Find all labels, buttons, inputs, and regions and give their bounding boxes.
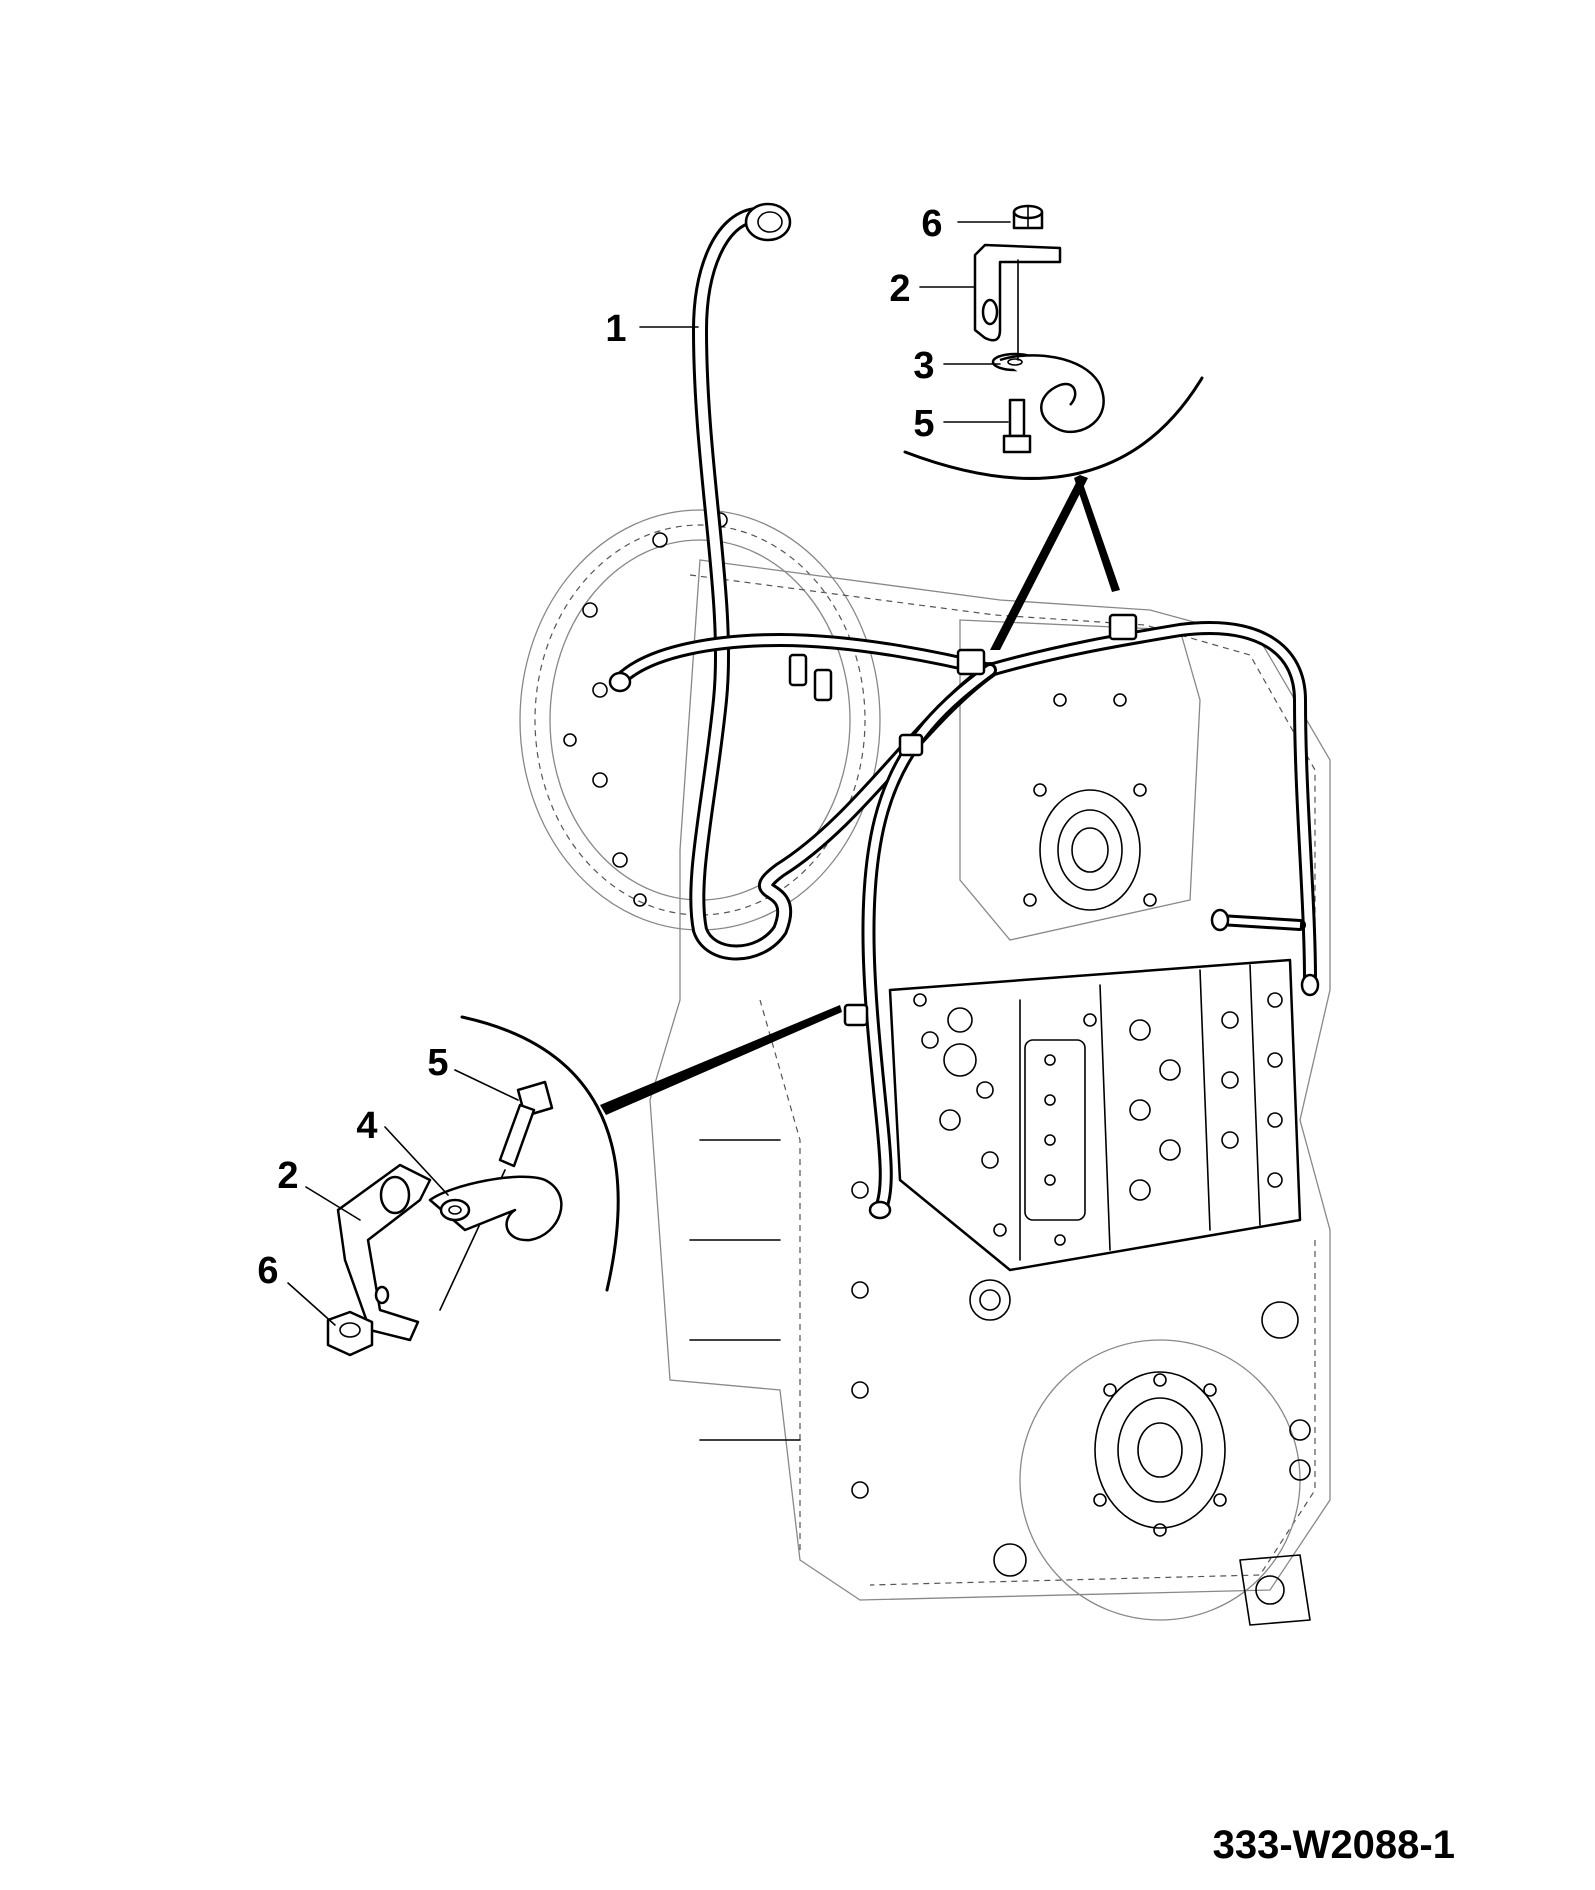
- top-nut: [1012, 204, 1044, 230]
- top-bolt: [1002, 259, 1032, 454]
- callout-left-2: 2: [277, 1155, 298, 1197]
- callout-top-5: 5: [913, 403, 934, 445]
- top-p-clip: [991, 352, 1105, 434]
- left-nut: [326, 1310, 374, 1357]
- left-detail-view: [326, 1005, 842, 1357]
- leader-lines: [287, 221, 1011, 1326]
- top-detail-view: [903, 204, 1204, 650]
- drawing-id: 333-W2088-1: [1213, 1823, 1455, 1867]
- callout-left-4: 4: [356, 1105, 377, 1147]
- callout-top-3: 3: [913, 345, 934, 387]
- callout-hose-1: 1: [605, 308, 626, 350]
- top-bracket: [973, 243, 1062, 342]
- callout-top-2: 2: [889, 268, 910, 310]
- callout-top-6: 6: [921, 203, 942, 245]
- callout-labels: 6 2 3 5 1 5 4 2 6: [257, 203, 942, 1292]
- left-bracket: [336, 1163, 432, 1342]
- control-valve-block: [888, 958, 1302, 1272]
- hose-assembly: [608, 202, 1320, 1220]
- callout-left-6: 6: [257, 1250, 278, 1292]
- callout-left-5: 5: [427, 1042, 448, 1084]
- left-bolt: [439, 1080, 554, 1311]
- left-p-clip: [428, 1175, 563, 1242]
